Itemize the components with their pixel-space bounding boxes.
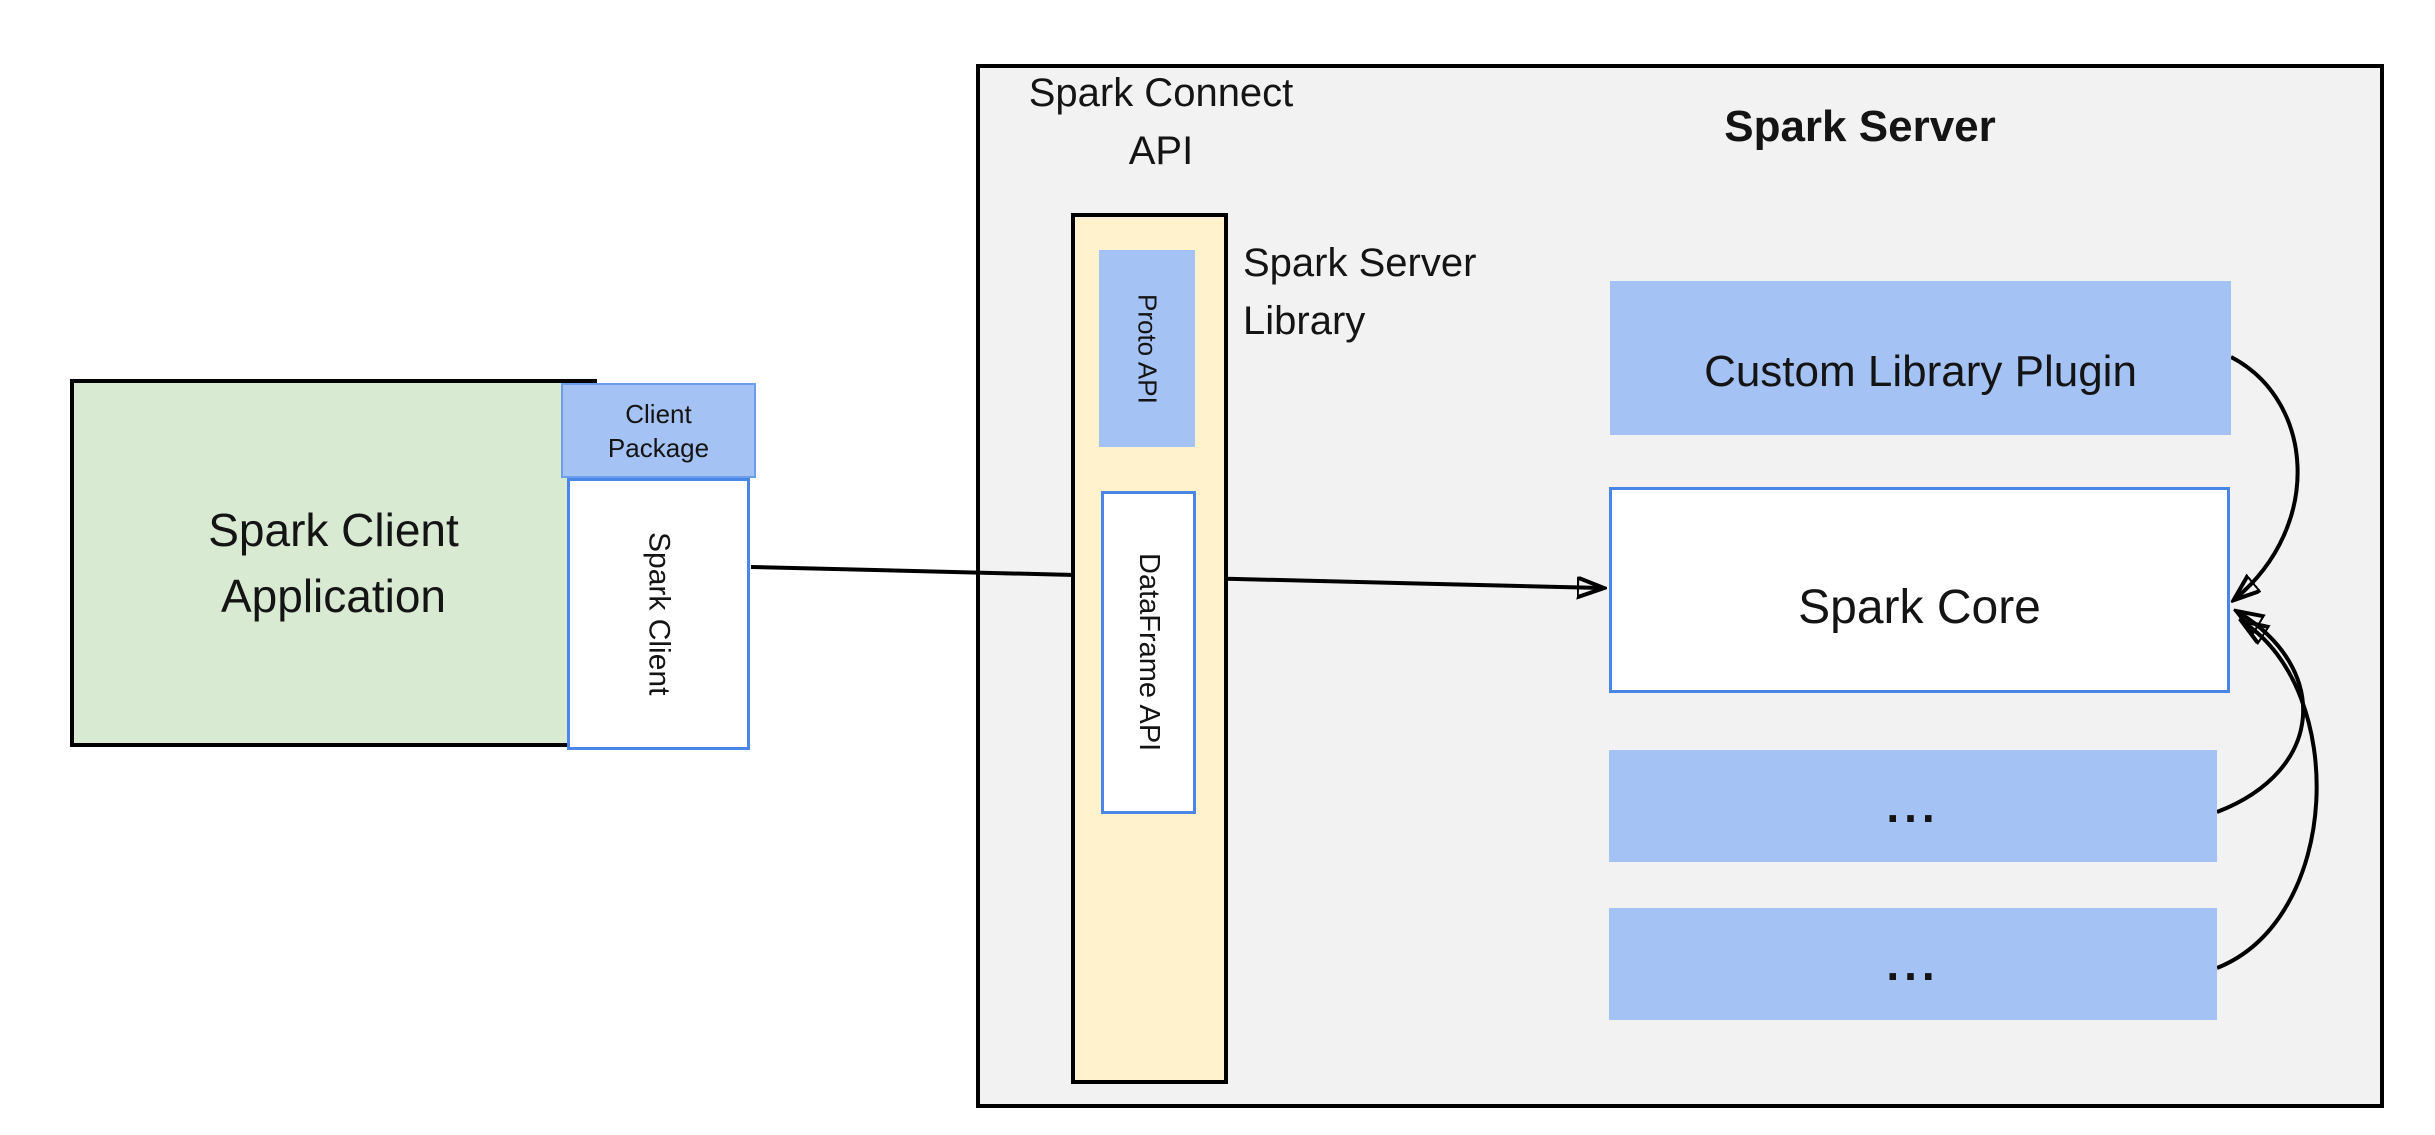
spark-client-label: Spark Client — [642, 532, 676, 696]
custom-library-plugin-box: Custom Library Plugin — [1610, 281, 2231, 435]
client-package-box: Client Package — [561, 383, 756, 478]
spark-server-library-label: Spark Server Library — [1243, 234, 1643, 350]
client-package-line2: Package — [607, 432, 710, 463]
spark-core-box: Spark Core — [1609, 487, 2230, 693]
server-module-1-ellipsis: ... — [1886, 780, 1940, 832]
spark-client-application-line1: Spark Client — [208, 504, 459, 556]
custom-library-plugin-label: Custom Library Plugin — [1704, 347, 2137, 396]
spark-client-box: Spark Client — [567, 478, 750, 750]
spark-connect-api-title-line1: Spark Connect — [1028, 71, 1294, 115]
spark-client-application-label: Spark Client Application — [208, 497, 459, 629]
server-module-box-2: ... — [1609, 908, 2217, 1020]
client-package-label: Client Package — [608, 397, 709, 465]
spark-connect-api-title: Spark Connect API — [911, 64, 1411, 180]
spark-client-application-line2: Application — [220, 570, 447, 622]
dataframe-api-box: DataFrame API — [1101, 491, 1196, 814]
server-module-2-ellipsis: ... — [1886, 938, 1940, 990]
spark-server-library-line2: Library — [1243, 299, 1366, 343]
server-module-box-1: ... — [1609, 750, 2217, 862]
spark-connect-api-title-line2: API — [1128, 129, 1194, 173]
client-package-line1: Client — [625, 398, 692, 429]
spark-client-application-box: Spark Client Application — [70, 379, 597, 747]
spark-core-label: Spark Core — [1798, 580, 2041, 634]
proto-api-box: Proto API — [1099, 250, 1195, 447]
proto-api-label: Proto API — [1132, 293, 1163, 404]
dataframe-api-label: DataFrame API — [1133, 553, 1165, 752]
spark-server-library-line1: Spark Server — [1243, 241, 1477, 285]
spark-server-title: Spark Server — [1724, 102, 1996, 151]
